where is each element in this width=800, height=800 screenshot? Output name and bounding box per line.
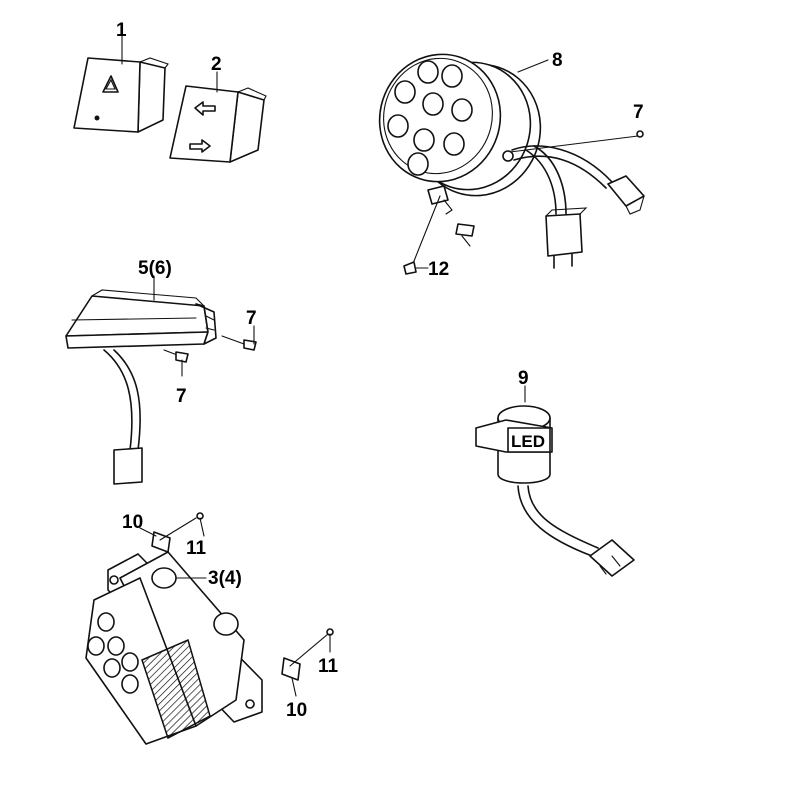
part-label-7-bottom: 7 (176, 386, 187, 407)
arrow-right-icon (189, 139, 211, 153)
part-label-12: 12 (428, 259, 449, 280)
part-label-8: 8 (552, 50, 563, 71)
arrow-left-icon (194, 101, 216, 116)
part-label-11-top: 11 (186, 538, 207, 559)
hazard-switch: 1 (73, 20, 169, 133)
led-cluster-icon (387, 60, 473, 176)
part-label-3-4: 3(4) (208, 568, 242, 589)
part-label-10-bottom: 10 (286, 700, 307, 721)
part-label-2: 2 (211, 54, 222, 75)
hazard-triangle-icon (102, 75, 119, 93)
part-label-7-top: 7 (633, 102, 644, 123)
part-label-9: 9 (518, 368, 529, 389)
turn-signal-switch: 2 (169, 54, 267, 163)
part-label-11-bottom: 11 (318, 656, 339, 677)
part-label-1: 1 (116, 20, 127, 41)
led-tab (507, 427, 551, 453)
rear-lamp: 10 11 3(4) 11 10 (85, 512, 339, 745)
part-label-5-6: 5(6) (138, 258, 172, 279)
switch-dot (94, 115, 100, 121)
led-marking: LED (511, 432, 545, 451)
round-led-lamp: 8 7 12 (378, 50, 645, 280)
part-label-10-top: 10 (122, 512, 143, 533)
part-label-7-right: 7 (246, 308, 257, 329)
led-flasher-relay: 9 LED (475, 368, 635, 577)
turn-signal-lamp: 5(6) 7 7 (65, 258, 257, 485)
